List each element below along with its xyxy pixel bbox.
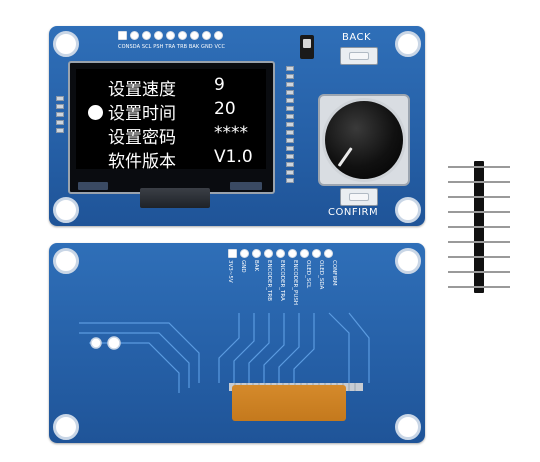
confirm-button-cap[interactable]: [349, 193, 369, 201]
menu-row: 设置时间 20: [108, 99, 268, 124]
smd-part: [286, 162, 294, 167]
header-pad: [178, 31, 187, 40]
slide-switch-knob[interactable]: [303, 39, 311, 48]
smd-part: [286, 154, 294, 159]
header-pad: [324, 249, 333, 258]
menu-row: 设置速度 9: [108, 75, 268, 100]
mount-hole: [395, 31, 421, 57]
smd-column: [56, 96, 64, 133]
oled-screen: 设置速度 9 设置时间 20 设置密码 **** 软件版本 V1.0: [76, 69, 268, 172]
fpc-flex-cable: [232, 385, 346, 421]
menu-label: 设置密码: [108, 128, 176, 148]
smd-part: [286, 66, 294, 71]
header-pad: [118, 31, 127, 40]
mount-hole: [395, 197, 421, 223]
menu-label: 设置速度: [108, 80, 176, 100]
header-pad: [312, 249, 321, 258]
oled-edge: [78, 182, 108, 190]
smd-part: [56, 112, 64, 117]
header-pad: [214, 31, 223, 40]
menu-row: 设置密码 ****: [108, 123, 268, 148]
menu-label: 设置时间: [108, 104, 176, 124]
mount-hole: [53, 31, 79, 57]
back-button[interactable]: [340, 47, 378, 65]
menu-value: 20: [214, 99, 236, 119]
back-header-pads: [228, 249, 333, 258]
smd-part: [286, 170, 294, 175]
header-pad: [154, 31, 163, 40]
mount-hole: [53, 414, 79, 440]
back-label: BACK: [342, 32, 372, 43]
smd-part: [286, 122, 294, 127]
smd-part: [56, 120, 64, 125]
smd-part: [286, 114, 294, 119]
smd-column: [286, 66, 294, 183]
menu-label: 软件版本: [108, 152, 176, 172]
smd-part: [56, 128, 64, 133]
confirm-button[interactable]: [340, 188, 378, 206]
smd-part: [286, 106, 294, 111]
menu-row: 软件版本 V1.0: [108, 147, 268, 172]
pin-header: [448, 161, 510, 293]
front-pin-labels: CONSDA SCL PSH TRA TRB BAK GND VCC: [118, 44, 226, 50]
smd-part: [286, 130, 294, 135]
header-pad: [300, 249, 309, 258]
header-pad: [228, 249, 237, 258]
smd-part: [56, 104, 64, 109]
header-pad: [288, 249, 297, 258]
smd-part: [286, 90, 294, 95]
back-button-cap[interactable]: [349, 52, 369, 60]
header-pad: [166, 31, 175, 40]
header-pad: [130, 31, 139, 40]
menu-value: ****: [214, 123, 248, 143]
header-pad: [240, 249, 249, 258]
smd-part: [286, 178, 294, 183]
mount-hole: [53, 197, 79, 223]
mount-hole: [395, 248, 421, 274]
smd-part: [286, 138, 294, 143]
smd-part: [286, 146, 294, 151]
rotary-encoder-knob-icon[interactable]: [322, 98, 406, 182]
smd-part: [56, 96, 64, 101]
oled-display: 设置速度 9 设置时间 20 设置密码 **** 软件版本 V1.0: [68, 61, 275, 194]
header-pad: [252, 249, 261, 258]
header-pad: [264, 249, 273, 258]
smd-part: [286, 82, 294, 87]
header-pad: [202, 31, 211, 40]
oled-flex-cable: [140, 188, 210, 208]
confirm-label: CONFIRM: [328, 207, 379, 218]
mount-hole: [53, 248, 79, 274]
selection-dot-icon: [88, 105, 103, 120]
oled-edge: [230, 182, 262, 190]
header-pad: [142, 31, 151, 40]
smd-part: [286, 98, 294, 103]
header-pad: [190, 31, 199, 40]
menu-value: V1.0: [214, 147, 253, 167]
mount-hole: [395, 414, 421, 440]
header-pad: [276, 249, 285, 258]
smd-part: [286, 74, 294, 79]
front-header-pads: [118, 31, 223, 40]
menu-value: 9: [214, 75, 225, 95]
